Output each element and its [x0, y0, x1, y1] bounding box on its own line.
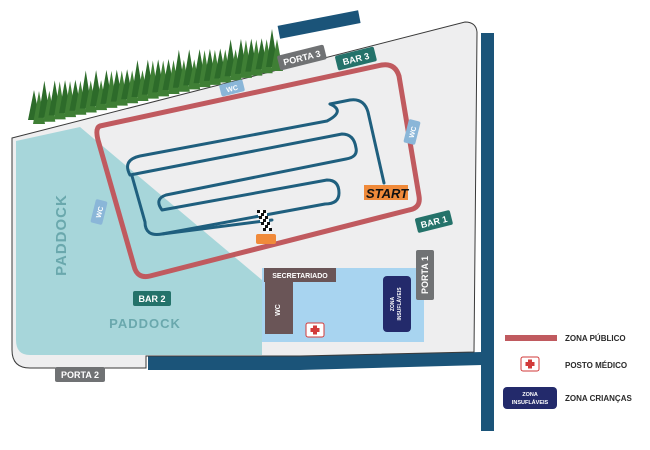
bar-3-label: BAR 3 [335, 46, 377, 71]
flag-square [264, 222, 267, 225]
start-label: START [366, 186, 409, 201]
porta-2-label: PORTA 2 [55, 367, 105, 382]
paddock-area [16, 127, 262, 355]
track-finish-straight [160, 218, 274, 236]
checkered-pattern [257, 210, 272, 231]
porta-3-label: PORTA 3 [277, 44, 327, 71]
secretariado-label: SECRETARIADO [272, 273, 328, 280]
wc-building-label: WC [275, 304, 282, 316]
wc-label-right: WC [403, 119, 421, 145]
insuflaveis-label-line2: INSUFLÁVEIS [396, 287, 403, 321]
flag-square [266, 219, 269, 222]
bar-1-label: BAR 1 [415, 210, 453, 233]
flag-square [260, 210, 263, 213]
flag-square [267, 222, 270, 225]
legend-badge-line2: INSUFLÁVEIS [512, 399, 549, 406]
insuflaveis-label-line1: ZONA [390, 297, 396, 312]
kart-track [126, 98, 386, 236]
legend-medical-cross-icon [520, 356, 540, 372]
wc-building [265, 282, 293, 334]
public-zone-track-perimeter [94, 62, 422, 279]
svg-text:BAR 2: BAR 2 [138, 294, 165, 304]
flag-square [269, 228, 272, 231]
flag-square [261, 213, 264, 216]
flag-square [263, 210, 266, 213]
flag-square [263, 228, 266, 231]
flag-square [258, 213, 261, 216]
legend-kids-zone-label: ZONA CRIANÇAS [565, 394, 632, 403]
insuflaveis-zone [383, 276, 411, 332]
flag-square [265, 225, 268, 228]
flag-square [264, 213, 267, 216]
svg-text:PORTA 1: PORTA 1 [420, 256, 430, 294]
bar-2-label: BAR 2 [133, 291, 171, 306]
legend-badge-line1: ZONA [522, 392, 538, 398]
svg-text:WC: WC [96, 206, 106, 219]
medical-cross-icon [305, 322, 325, 338]
flag-square [263, 219, 266, 222]
flag-square [262, 225, 265, 228]
flag-square [268, 225, 271, 228]
svg-text:WC: WC [409, 126, 419, 139]
porta-1-label: PORTA 1 [416, 250, 434, 300]
svg-text:PORTA 2: PORTA 2 [61, 370, 99, 380]
flag-square [259, 216, 262, 219]
checkered-flag-icon [256, 210, 276, 244]
map-legend: ZONA PÚBLICO POSTO MÉDICO ZONA INSUFLÁVE… [503, 334, 632, 409]
road-top [277, 10, 361, 39]
flag-square [262, 216, 265, 219]
road-right [481, 33, 494, 431]
flag-square [257, 210, 260, 213]
flag-square [266, 228, 269, 231]
svg-text:WC: WC [226, 85, 239, 95]
track-serpentine [126, 102, 358, 236]
wc-label-top: WC [219, 79, 245, 97]
finish-pad [256, 234, 276, 244]
track-segment-start [328, 98, 386, 185]
legend-public-zone-swatch [505, 335, 557, 341]
wc-label-paddock: WC [90, 199, 108, 225]
legend-medical-label: POSTO MÉDICO [565, 361, 627, 370]
flag-square [261, 222, 264, 225]
legend-public-zone-label: ZONA PÚBLICO [565, 334, 626, 343]
flag-square [265, 216, 268, 219]
tree-icon [28, 29, 283, 124]
paddock-label-horizontal: PADDOCK [109, 316, 181, 331]
flag-square [260, 219, 263, 222]
paddock-label-vertical: PADDOCK [53, 194, 70, 276]
start-marker [364, 185, 408, 200]
secretariado-building [264, 268, 336, 282]
legend-insuflaveis-badge [503, 387, 557, 409]
